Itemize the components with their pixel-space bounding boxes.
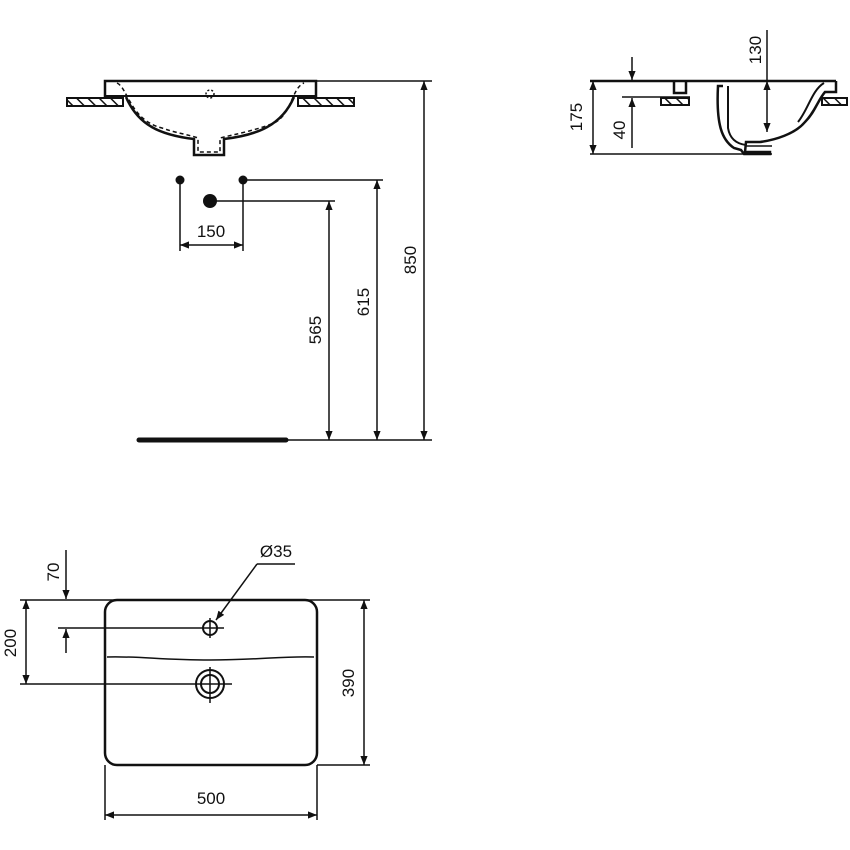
dim-rim-to-counter: 40 [610,121,629,140]
basin-rim [103,79,318,98]
dim-rim-height: 850 [401,246,420,274]
side-counter-right [821,97,848,106]
dim-bowl-depth: 130 [746,36,765,64]
basin-inner-profile [116,82,305,153]
side-view: 175 40 130 [567,30,848,156]
counter-left [66,97,124,107]
basin-outline-top [103,598,319,767]
side-counter-left [660,97,690,106]
dim-waste-offset: 200 [1,629,20,657]
dim-tap-spacing: 150 [197,222,225,241]
basin-bowl [124,96,296,157]
dim-tap-hole-offset: 70 [44,563,63,582]
dim-tap-hole-diameter: Ø35 [260,542,292,561]
side-basin-body [716,81,838,156]
dim-depth: 390 [339,669,358,697]
counter-right [297,97,355,107]
top-view: Ø35 70 200 390 500 [1,542,370,820]
dim-supply-height: 615 [354,288,373,316]
dim-width: 500 [197,789,225,808]
front-view: 150 565 615 850 [66,79,432,443]
dim-waste-height: 565 [306,316,325,344]
dim-overall-depth: 175 [567,103,586,131]
